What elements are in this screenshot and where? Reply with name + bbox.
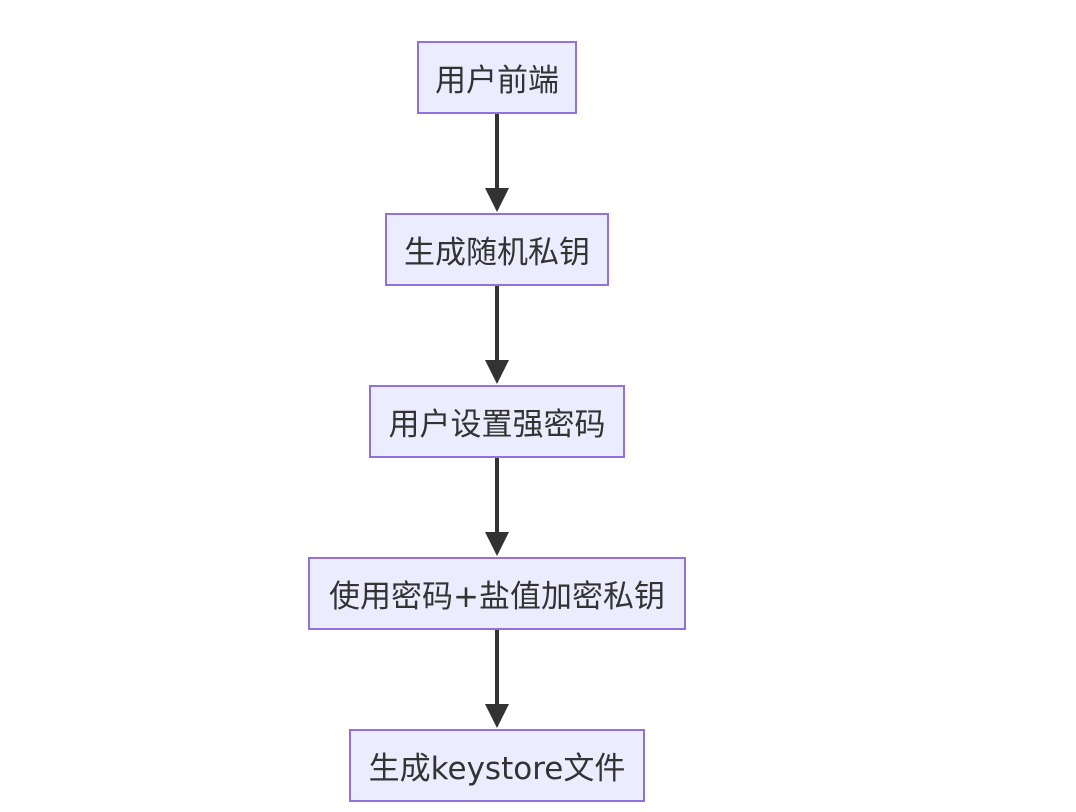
- node-generate-random-private-key: 生成随机私钥: [385, 213, 609, 286]
- arrowhead-icon: [485, 188, 509, 212]
- node-user-set-strong-password: 用户设置强密码: [369, 385, 625, 458]
- edge-set-password-to-encrypt-key: [485, 458, 509, 556]
- node-label: 用户前端: [435, 63, 559, 99]
- arrowhead-icon: [485, 704, 509, 728]
- edge-generate-key-to-set-password: [485, 286, 509, 384]
- arrowhead-icon: [485, 360, 509, 384]
- edge-encrypt-key-to-keystore: [485, 630, 509, 728]
- node-label: 用户设置强密码: [388, 407, 606, 443]
- node-encrypt-private-key: 使用密码+盐值加密私钥: [308, 557, 686, 630]
- node-generate-keystore-file: 生成keystore文件: [349, 729, 645, 802]
- node-label: 使用密码+盐值加密私钥: [329, 579, 665, 615]
- node-user-frontend: 用户前端: [417, 41, 577, 114]
- edge-user-frontend-to-generate-key: [485, 114, 509, 212]
- node-label: 生成keystore文件: [368, 751, 626, 787]
- arrowhead-icon: [485, 532, 509, 556]
- node-label: 生成随机私钥: [404, 235, 590, 271]
